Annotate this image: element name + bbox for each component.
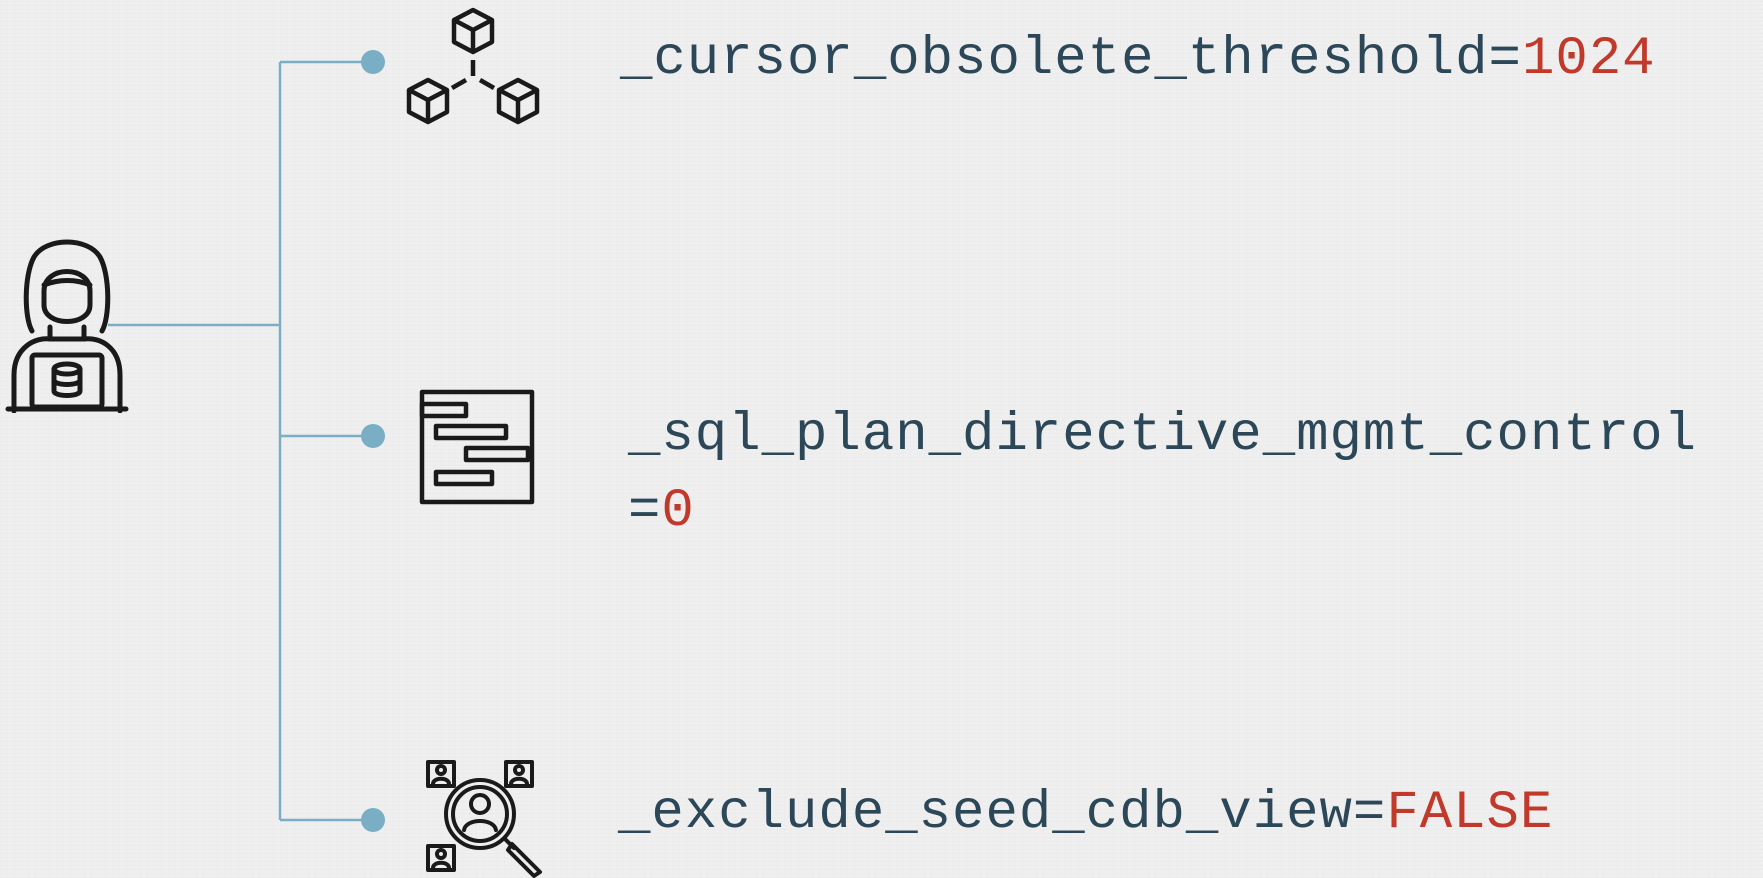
gantt-plan-icon bbox=[419, 389, 535, 505]
param-equals: = bbox=[1488, 29, 1522, 90]
param-value: 1024 bbox=[1521, 29, 1656, 90]
blocks-network-icon bbox=[406, 7, 540, 125]
param-cursor-obsolete-threshold: _cursor_obsolete_threshold=1024 bbox=[620, 22, 1656, 98]
database-admin-icon bbox=[5, 239, 129, 413]
param-value: 0 bbox=[661, 481, 695, 542]
param-name: _exclude_seed_cdb_view bbox=[618, 783, 1353, 844]
branch-dot-2 bbox=[361, 424, 385, 448]
param-exclude-seed-cdb-view: _exclude_seed_cdb_view=FALSE bbox=[618, 776, 1553, 852]
param-name: _sql_plan_directive_mgmt_control bbox=[628, 405, 1697, 466]
branch-dot-1 bbox=[361, 50, 385, 74]
param-equals: = bbox=[1352, 783, 1387, 844]
param-name: _cursor_obsolete_threshold bbox=[620, 29, 1489, 90]
param-sql-plan-directive-mgmt-control: _sql_plan_directive_mgmt_control =0 bbox=[628, 398, 1697, 550]
param-equals: = bbox=[628, 481, 662, 542]
param-value: FALSE bbox=[1386, 783, 1554, 844]
user-search-icon bbox=[426, 760, 542, 878]
branch-dot-3 bbox=[361, 808, 385, 832]
